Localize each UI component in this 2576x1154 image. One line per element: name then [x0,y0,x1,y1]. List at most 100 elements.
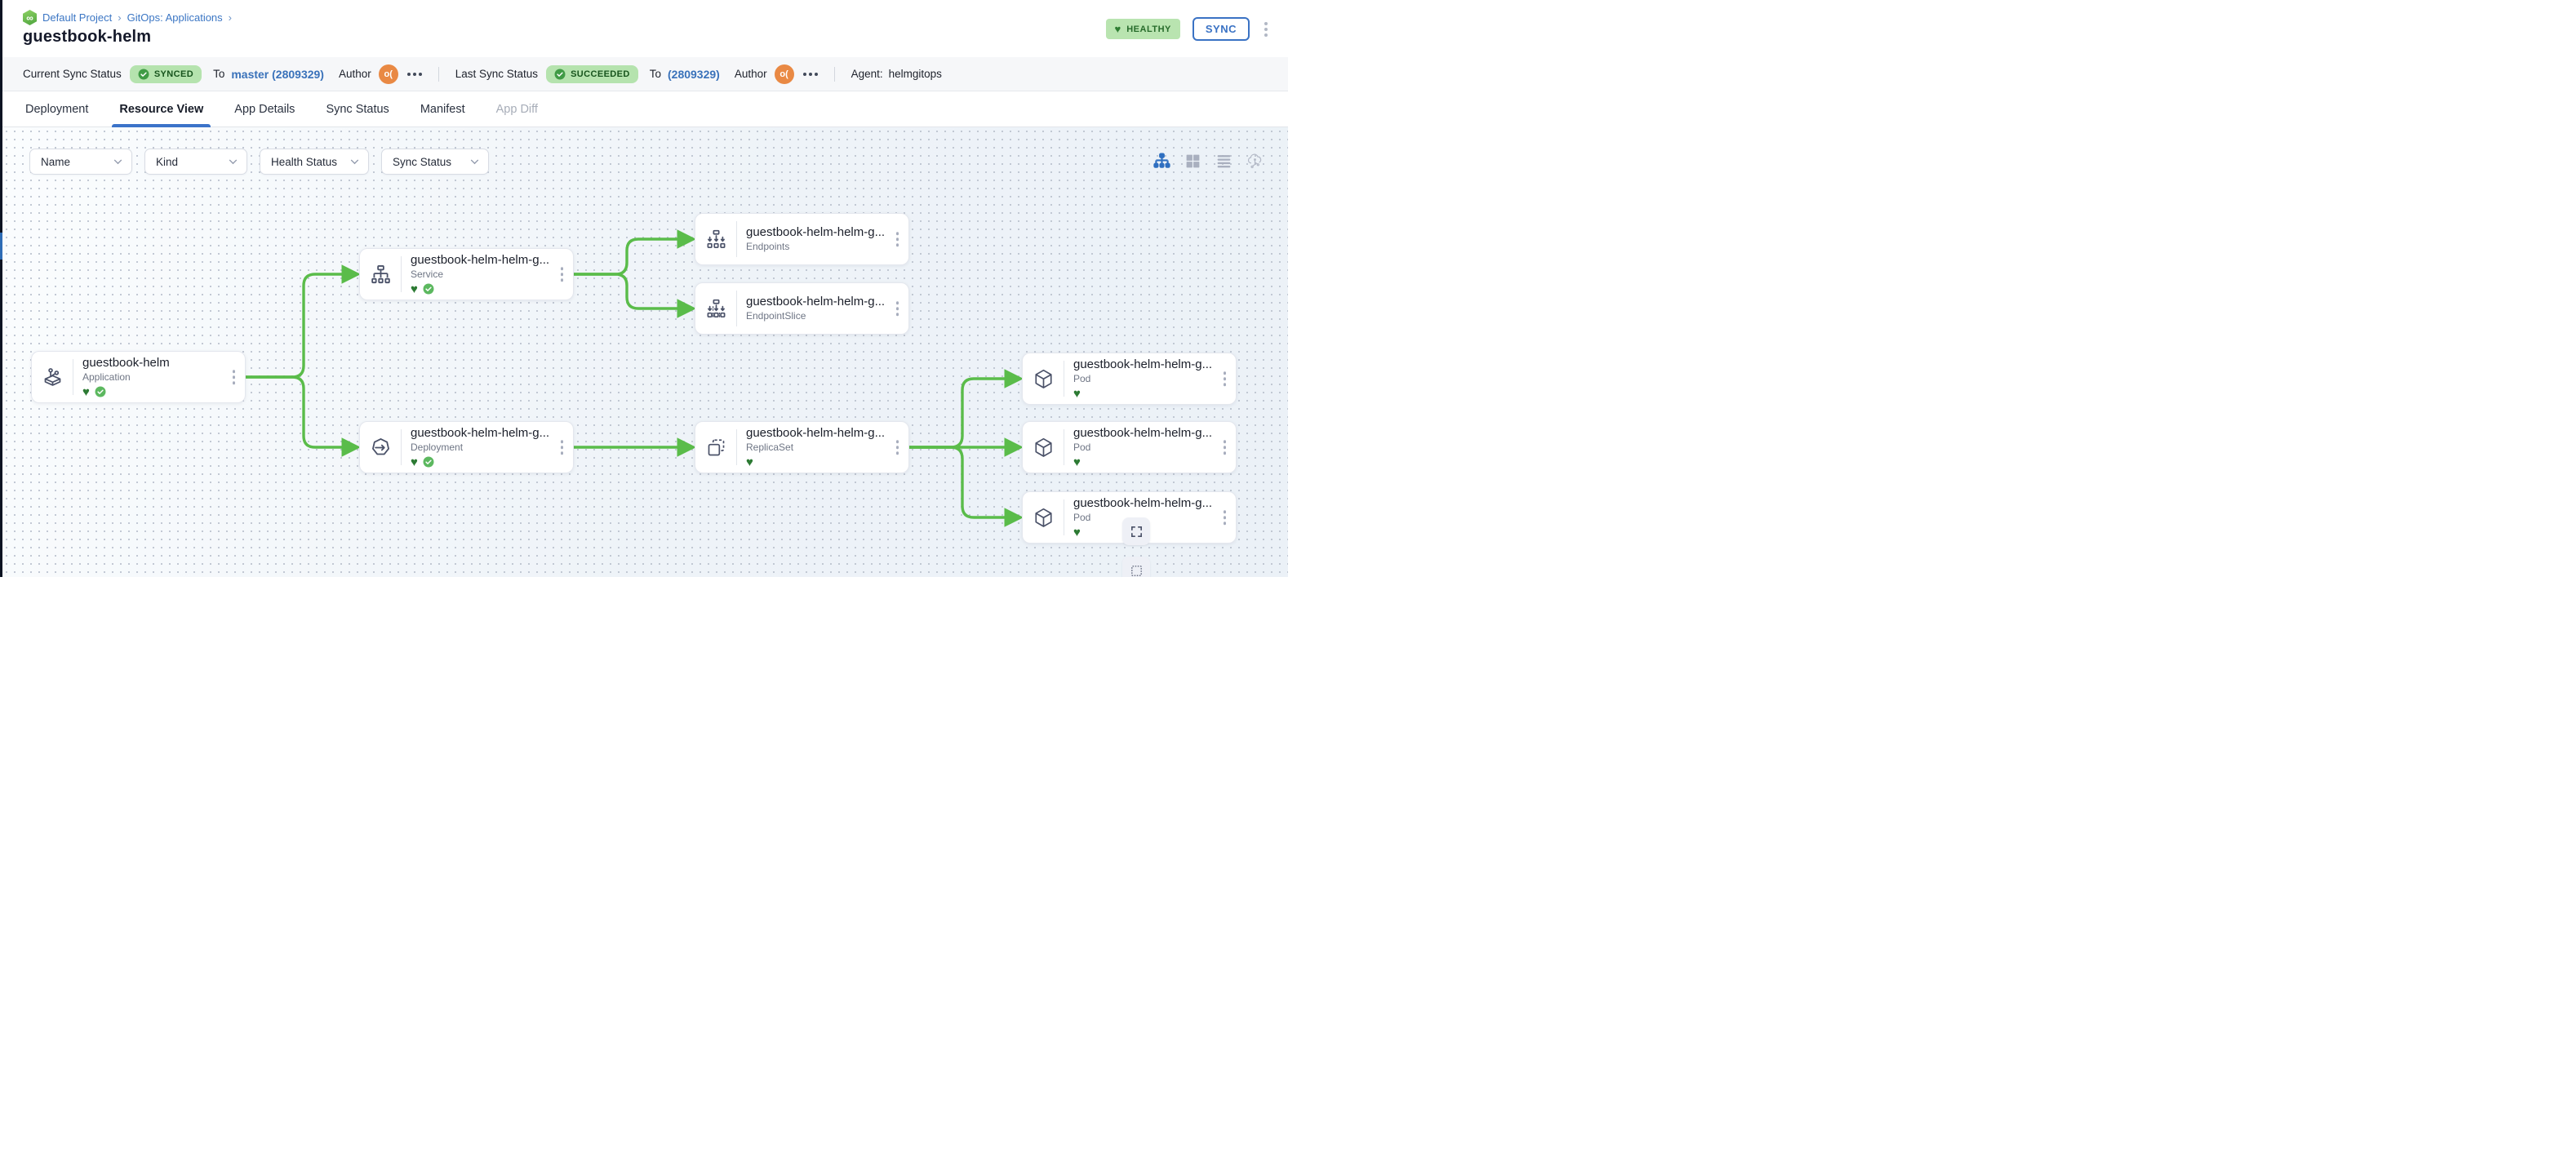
tab-manifest[interactable]: Manifest [420,102,465,116]
resource-name: guestbook-helm-helm-g... [746,225,886,240]
edge-service-to-endpointslice [574,273,697,318]
resource-name: guestbook-helm [82,356,170,371]
resource-status-row: ♥ [1073,526,1215,539]
divider [437,66,439,82]
sync-button[interactable]: SYNC [1192,17,1250,41]
more-options-icon[interactable] [802,72,818,76]
synced-badge: SYNCED [129,64,202,83]
resource-node-pod-1[interactable]: guestbook-helm-helm-g... Pod ♥ [1022,353,1237,405]
selection-icon [1130,564,1144,578]
resource-node-endpoints[interactable]: guestbook-helm-helm-g... Endpoints [695,213,909,265]
divider [736,291,737,326]
to-label: To [213,68,225,80]
succeeded-badge-label: SUCCEEDED [571,69,630,79]
node-menu-button[interactable] [894,299,902,318]
resource-kind-icon [360,422,401,473]
tab-deployment[interactable]: Deployment [25,102,89,116]
resource-kind: Deployment [411,442,464,454]
divider [401,256,402,292]
tab-sync-status[interactable]: Sync Status [326,102,389,116]
filter-label: Kind [156,155,179,168]
resource-node-application[interactable]: guestbook-helm Application ♥ [31,351,246,403]
filter-dropdown-kind[interactable]: Kind [144,149,247,175]
sync-check-icon [423,456,434,468]
grid-view-button[interactable] [1184,153,1201,170]
tab-app-diff: App Diff [495,102,538,116]
edge-application-to-deployment [246,375,362,457]
edge-application-to-service [246,264,362,379]
cluster-view-button[interactable] [1246,153,1264,170]
tab-resource-view[interactable]: Resource View [112,91,211,127]
node-menu-button[interactable] [894,229,902,249]
health-status-badge: ♥ HEALTHY [1105,19,1180,39]
current-revision-link[interactable]: master (2809329) [231,67,324,81]
status-bar: Current Sync Status SYNCED To master (28… [2,57,1288,91]
application-icon [42,366,64,388]
succeeded-badge: SUCCEEDED [546,64,638,83]
breadcrumb-project-link[interactable]: Default Project [42,11,113,24]
chevron-down-icon [350,159,359,165]
node-menu-button[interactable] [558,264,566,284]
node-menu-button[interactable] [230,367,238,387]
app-menu-button[interactable] [1262,20,1270,39]
resource-kind: ReplicaSet [746,442,794,454]
resource-kind-icon [695,214,736,264]
health-heart-icon: ♥ [411,282,418,296]
check-circle-icon [138,69,149,80]
last-revision-link[interactable]: (2809329) [668,67,720,81]
tab-bar: Deployment Resource View App Details Sync S… [2,91,1288,127]
health-heart-icon: ♥ [746,455,753,469]
breadcrumb-separator-icon: › [118,11,122,24]
node-menu-button[interactable] [558,437,566,457]
page-title: guestbook-helm [23,28,152,46]
author-avatar[interactable]: o( [774,64,794,84]
resource-node-pod-2[interactable]: guestbook-helm-helm-g... Pod ♥ [1022,421,1237,473]
edge-replicaset-to-pod-3 [909,446,1024,527]
sync-check-icon [423,283,434,295]
divider [833,66,835,82]
resource-kind-icon [695,283,736,334]
filter-label: Sync Status [393,155,452,168]
resource-kind: Pod [1073,373,1091,385]
node-menu-button[interactable] [1221,369,1229,388]
resource-tree-canvas[interactable]: Name Kind Health Status Sync Status guestbo… [2,127,1288,577]
more-options-icon[interactable] [406,72,422,76]
health-heart-icon: ♥ [1073,455,1081,469]
list-view-button[interactable] [1215,153,1232,170]
filter-dropdown-health-status[interactable]: Health Status [260,149,369,175]
grid-view-icon [1184,153,1201,170]
cluster-view-icon [1246,153,1264,170]
node-menu-button[interactable] [1221,508,1229,527]
chevron-down-icon [470,159,479,165]
resource-node-deployment[interactable]: guestbook-helm-helm-g... Deployment ♥ [359,421,574,473]
author-label: Author [338,68,371,80]
resource-node-endpointslice[interactable]: guestbook-helm-helm-g... EndpointSlice [695,282,909,335]
resource-kind-icon [1023,492,1064,543]
resource-name: guestbook-helm-helm-g... [1073,357,1213,372]
node-menu-button[interactable] [1221,437,1229,457]
tab-app-details[interactable]: App Details [234,102,295,116]
agent-value: helmgitops [888,68,942,80]
fit-view-button[interactable] [1122,517,1150,545]
tree-view-button[interactable] [1153,153,1170,170]
resource-name: guestbook-helm-helm-g... [1073,496,1213,511]
resource-kind: Endpoints [746,241,790,253]
header: ∞ Default Project › GitOps: Applications… [2,0,1288,57]
filter-dropdown-name[interactable]: Name [29,149,132,175]
select-area-button[interactable] [1122,557,1150,577]
deployment-icon [370,437,392,459]
resource-kind: EndpointSlice [746,310,806,322]
endpointslice-icon [705,298,727,320]
health-badge-label: HEALTHY [1126,24,1171,34]
resource-status-row: ♥ [1073,456,1215,468]
resource-kind-icon [360,249,401,300]
resource-node-replicaset[interactable]: guestbook-helm-helm-g... ReplicaSet ♥ [695,421,909,473]
filter-dropdown-sync-status[interactable]: Sync Status [381,149,489,175]
resource-node-service[interactable]: guestbook-helm-helm-g... Service ♥ [359,248,574,300]
node-menu-button[interactable] [894,437,902,457]
breadcrumb-section-link[interactable]: GitOps: Applications [127,11,223,24]
author-avatar[interactable]: o( [378,64,398,84]
replicaset-icon [705,437,727,459]
current-sync-status-label: Current Sync Status [23,68,122,80]
divider [401,429,402,465]
